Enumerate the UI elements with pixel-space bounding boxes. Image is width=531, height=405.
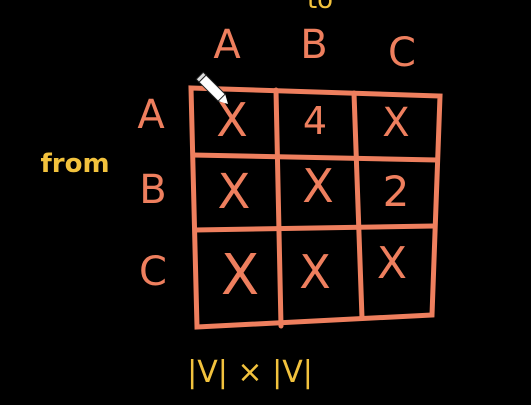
matrix-cell-c-c: X [377, 238, 407, 289]
column-header-b: B [300, 22, 327, 68]
column-header-c: C [388, 30, 416, 76]
matrix-cell-b-a: X [218, 164, 251, 220]
grid-outline [188, 85, 443, 330]
pencil-icon[interactable] [195, 71, 231, 107]
matrix-size-caption: |V| × |V| [187, 355, 313, 390]
to-caption: to [307, 0, 333, 15]
column-header-a: A [213, 22, 241, 68]
matrix-grid [188, 85, 443, 330]
from-caption: from [40, 149, 109, 179]
matrix-cell-a-b: 4 [303, 99, 327, 143]
grid-line-vertical-2 [351, 90, 365, 321]
grid-line-vertical-1 [273, 87, 284, 329]
matrix-cell-a-c: X [382, 100, 409, 146]
matrix-cell-b-b: X [302, 159, 334, 213]
row-header-a: A [137, 92, 165, 138]
grid-line-horizontal-2 [192, 223, 437, 233]
row-header-b: B [139, 167, 166, 213]
row-header-c: C [139, 249, 167, 295]
matrix-cell-b-c: 2 [383, 167, 410, 216]
matrix-cell-c-a: X [221, 243, 259, 308]
grid-line-horizontal-1 [190, 152, 440, 163]
matrix-cell-c-b: X [299, 245, 331, 299]
